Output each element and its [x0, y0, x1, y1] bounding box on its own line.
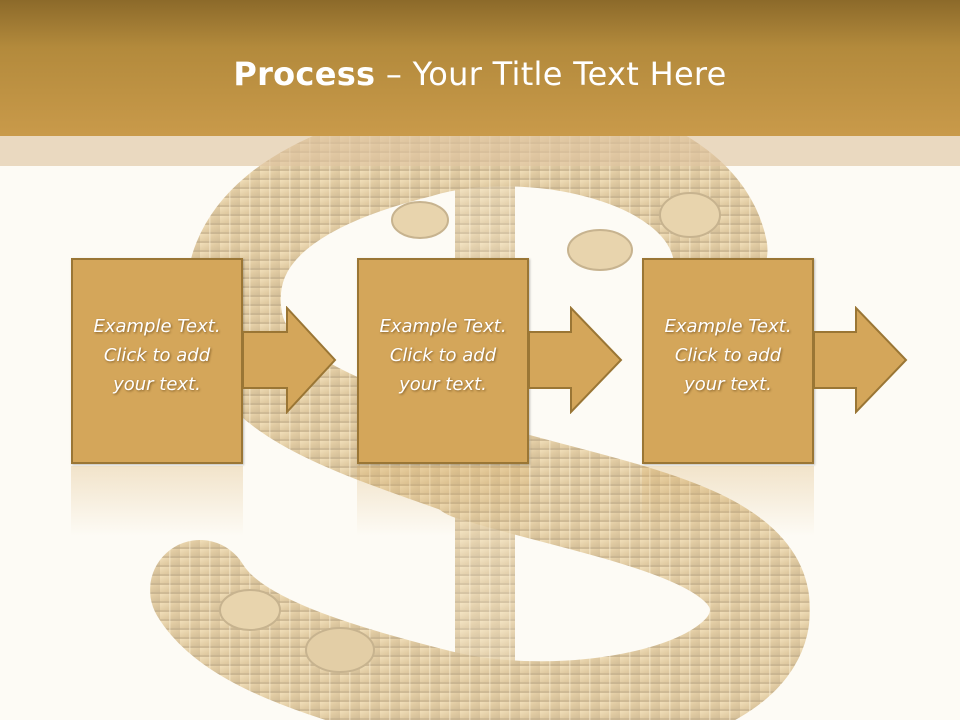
slide-title[interactable]: Process – Your Title Text Here [0, 52, 960, 96]
step-reflection [642, 466, 814, 536]
right-arrow-icon [243, 306, 337, 414]
header-bar [0, 0, 960, 136]
step-text[interactable]: Example Text. Click to add your text. [379, 316, 507, 395]
title-rest: Your Title Text Here [412, 55, 727, 93]
right-arrow-icon [529, 306, 623, 414]
step-text[interactable]: Example Text. Click to add your text. [664, 316, 792, 395]
header-strip [0, 136, 960, 166]
process-step-box-1[interactable]: Example Text. Click to add your text. [71, 258, 243, 464]
process-step-box-3[interactable]: Example Text. Click to add your text. [642, 258, 814, 464]
step-reflection [357, 466, 529, 536]
title-bold: Process [233, 55, 376, 93]
title-separator: – [375, 55, 413, 93]
process-step-box-2[interactable]: Example Text. Click to add your text. [357, 258, 529, 464]
right-arrow-icon [814, 306, 908, 414]
step-reflection [71, 466, 243, 536]
step-text[interactable]: Example Text. Click to add your text. [93, 316, 221, 395]
